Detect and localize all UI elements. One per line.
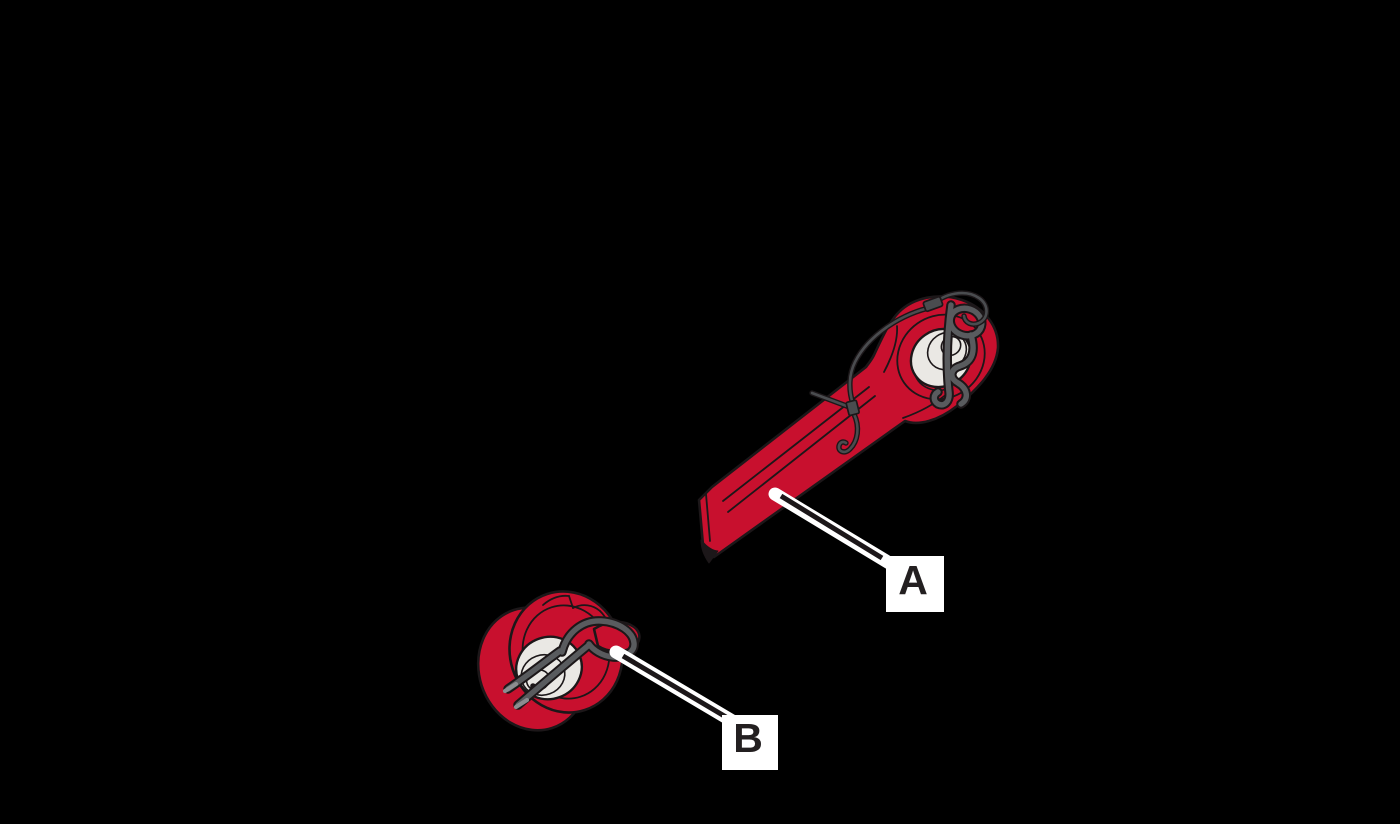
callout-a-box bbox=[886, 556, 944, 612]
callout-a-label: A bbox=[898, 557, 928, 603]
retainer-cable bbox=[809, 290, 990, 455]
hub-part bbox=[476, 590, 641, 732]
cable-tie bbox=[845, 399, 860, 417]
hairpin-clip-top bbox=[929, 300, 987, 410]
hairpin-clip-top-body bbox=[931, 302, 985, 408]
rod-part bbox=[697, 290, 1000, 564]
callout-b: B bbox=[722, 715, 778, 770]
hairpin-clip-bottom bbox=[502, 616, 639, 710]
callout-a: A bbox=[886, 556, 944, 612]
callout-b-box bbox=[722, 715, 778, 770]
callout-b-label: B bbox=[733, 715, 763, 761]
leader-line-b bbox=[609, 645, 741, 729]
rod-end-tab bbox=[700, 539, 719, 564]
hairpin-clip-bottom-body bbox=[502, 618, 637, 710]
cable-crimp bbox=[922, 295, 944, 313]
leader-line-a bbox=[768, 487, 898, 571]
